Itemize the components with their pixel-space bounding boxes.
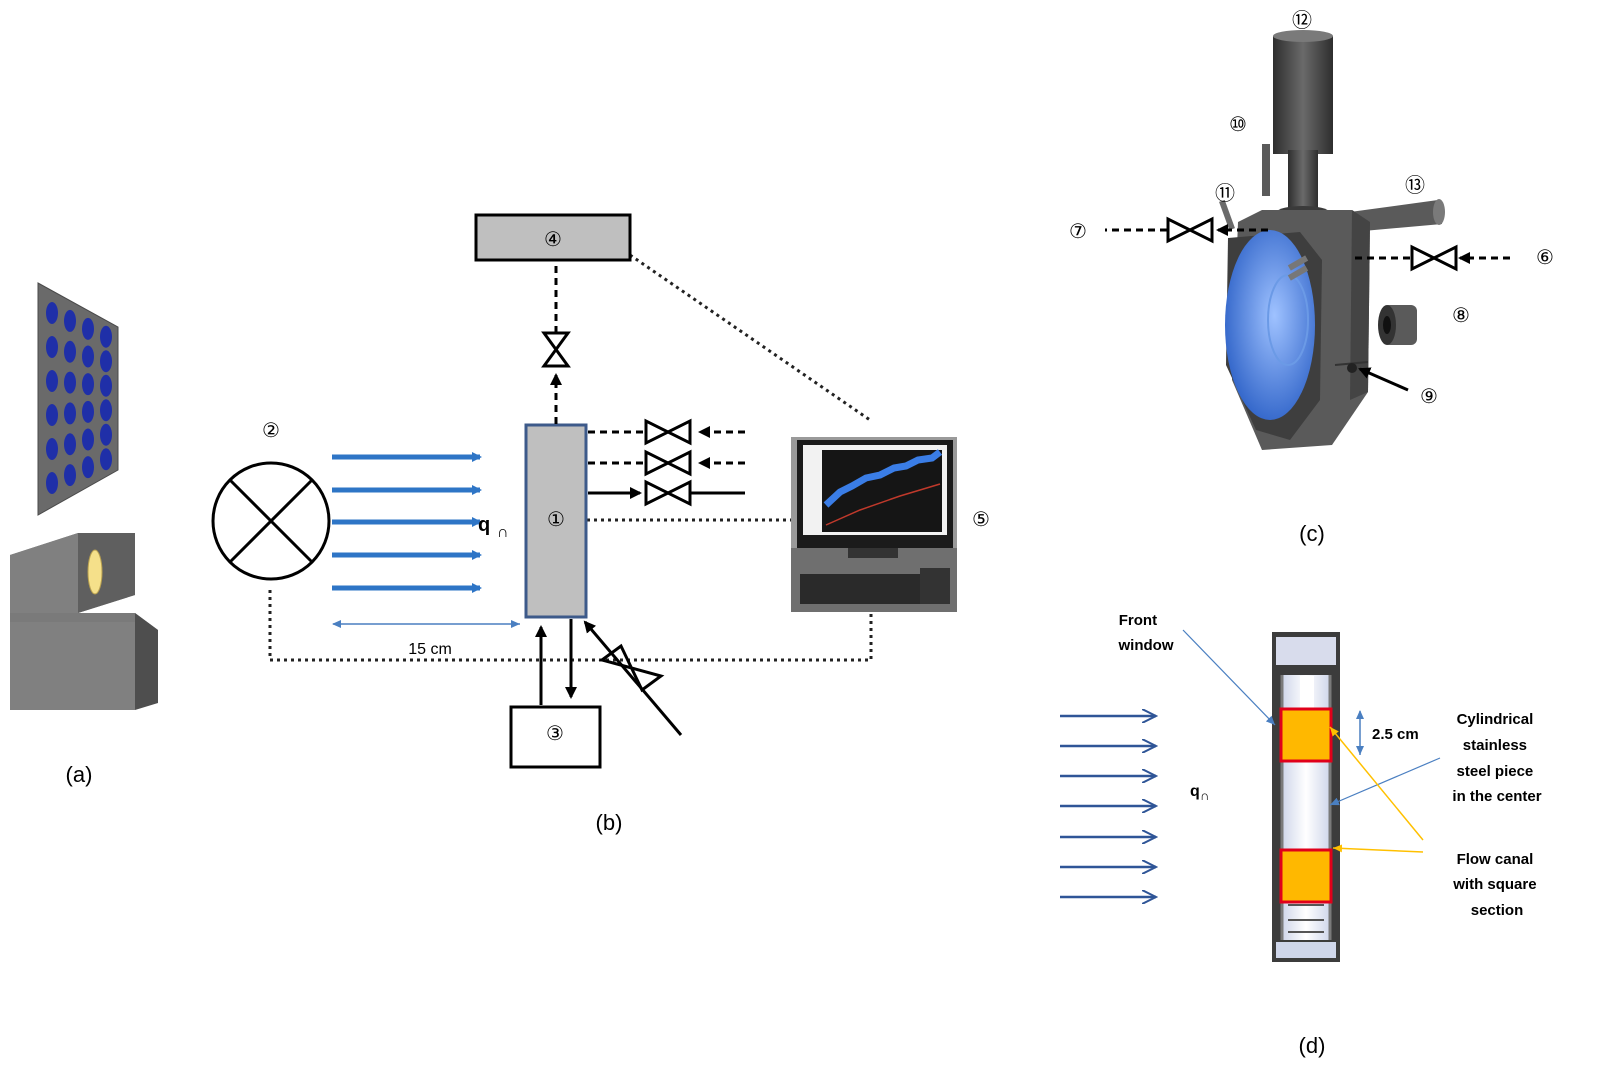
marker-13: ⑬ [1405,173,1425,197]
led-dot [46,370,58,392]
solar-simulator-lamp-housing [10,533,135,613]
marker-2: ② [262,418,280,442]
panel-b: ② q ∩ 15 cm ① ④ [211,213,990,835]
reactor-cell-body [1225,210,1370,450]
marker-7: ⑦ [1069,219,1087,243]
analyzer-box [474,213,632,262]
marker-10: ⑩ [1229,112,1247,136]
led-dot [100,374,112,397]
reactor-column [524,423,588,619]
led-dot [100,448,112,471]
led-dot [100,423,112,446]
radiation-arrows [332,452,482,593]
led-dot [82,317,94,340]
led-dot [82,373,94,396]
led-dot [100,325,112,348]
center-piece-label: Cylindrical stainless steel piece in the… [1452,711,1541,805]
led-dot [64,464,76,487]
front-window-label: Front window [1118,612,1174,654]
led-dot [64,371,76,394]
flow-canal-leader-top [1329,726,1424,841]
marker-8: ⑧ [1452,303,1470,327]
lamp-array [37,282,119,516]
led-dot [64,340,76,363]
flow-canal-bottom [1279,848,1333,904]
flux-label-d: q [1190,783,1200,800]
thermo-rod [1219,199,1235,231]
marker-11: ⑪ [1215,181,1235,205]
panel-a: (a) [10,282,158,787]
flow-canal-top [1279,707,1333,763]
probe-rod [1262,144,1270,196]
signal-wires [268,253,873,662]
panel-c: ⑫ ⑩ ⑪ ⑬ ⑦ ⑥ ⑧ ⑨ (c) [1069,8,1554,546]
thermostat-box [509,705,602,769]
flux-symbol-d: ∩ [1200,788,1209,803]
led-dot [82,345,94,368]
panel-d: q ∩ 2.5 cm Front window [1060,612,1542,1058]
flow-canal-label: Flow canal with square section [1452,851,1541,919]
flux-label: q [478,514,490,536]
led-dot [100,350,112,373]
diagonal-inlet [583,620,683,736]
incident-flux-arrows [1060,716,1156,897]
led-dot [46,336,58,358]
dimension-label: 2.5 cm [1372,726,1419,743]
led-dot [46,404,58,426]
led-dot [82,428,94,451]
computer-photo [791,437,957,612]
circulation-lines [535,619,577,705]
side-tube [1350,199,1445,232]
led-dot [82,456,94,479]
distance-label: 15 cm [408,641,452,658]
marker-1: ① [547,507,565,531]
marker-6: ⑥ [1536,245,1554,269]
marker-5: ⑤ [972,507,990,531]
side-lines [588,426,745,499]
top-cylinder [1273,30,1333,218]
flow-canal-leader-bottom [1332,844,1424,853]
caption-d: (d) [1299,1033,1326,1058]
caption-b: (b) [596,810,623,835]
marker-9: ⑨ [1420,384,1438,408]
lamp-base-stand [10,613,158,710]
led-dot [46,438,58,460]
cell-cross-section [1272,632,1340,962]
center-piece-leader [1329,757,1441,806]
cell-lines [1105,224,1510,392]
led-dot [100,399,112,422]
led-dot [64,433,76,456]
led-dot [46,472,58,494]
led-dot [82,400,94,423]
small-cylinder [1378,305,1417,345]
outlet-valve [541,331,571,368]
marker-4: ④ [544,227,562,251]
marker-12: ⑫ [1292,8,1312,32]
cell-valves [1166,216,1458,272]
side-valves [644,418,692,507]
caption-c: (c) [1299,521,1325,546]
diagonal-valve [598,643,665,693]
flux-symbol: ∩ [497,524,509,541]
led-dot [64,402,76,425]
led-dot [46,302,58,324]
front-window-leader [1182,629,1276,726]
marker-3: ③ [546,721,564,745]
caption-a: (a) [66,762,93,787]
light-source-symbol [211,461,331,581]
led-dot [64,309,76,332]
